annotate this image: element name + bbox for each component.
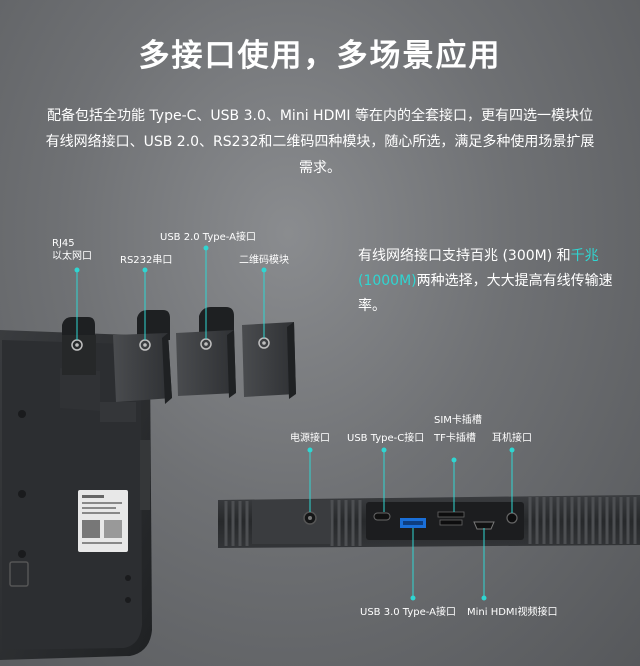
module-rs232	[113, 310, 172, 404]
tablet-back	[0, 330, 152, 660]
desc-part-3: 两种选择，大大提高有线传输速率。	[358, 273, 613, 314]
label-qr: 二维码模块	[239, 255, 289, 266]
desc-highlight-1000m: (1000M)	[358, 273, 417, 289]
tablet-port-edge	[218, 495, 640, 548]
module-rj45	[62, 317, 96, 375]
network-description: 有线网络接口支持百兆 (300M) 和千兆 (1000M)两种选择，大大提高有线传…	[358, 244, 630, 319]
label-sim-tf-slots: SIM卡插槽 TF卡插槽	[434, 415, 482, 444]
intro-line-2: 有线网络接口、USB 2.0、RS232和二维码四种模块，随心所选，满足多种使用…	[45, 134, 595, 150]
intro-paragraph: 配备包括全功能 Type-C、USB 3.0、Mini HDMI 等在内的全套接…	[10, 103, 630, 181]
page-title: 多接口使用，多场景应用	[138, 38, 502, 74]
module-usb20	[176, 307, 236, 398]
intro-line-1: 配备包括全功能 Type-C、USB 3.0、Mini HDMI 等在内的全套接…	[46, 108, 594, 124]
label-hdmi-port: Mini HDMI视频接口	[467, 607, 558, 618]
label-power-port: 电源接口	[290, 433, 330, 444]
desc-part-1: 有线网络接口支持百兆 (300M) 和	[358, 248, 571, 264]
desc-highlight-gigabit: 千兆	[570, 248, 599, 264]
label-usbc-port: USB Type-C接口	[347, 433, 425, 444]
port-leader-lines	[309, 450, 513, 598]
label-usb20: USB 2.0 Type-A接口	[160, 232, 256, 243]
label-rj45: RJ45 以太网口	[52, 238, 92, 262]
label-earphone-port: 耳机接口	[492, 433, 532, 444]
label-rs232: RS232串口	[120, 255, 173, 266]
module-leader-lines	[76, 248, 265, 340]
label-usb30-port: USB 3.0 Type-A接口	[360, 607, 456, 618]
module-qr	[242, 322, 296, 399]
intro-line-3: 需求。	[299, 160, 341, 176]
